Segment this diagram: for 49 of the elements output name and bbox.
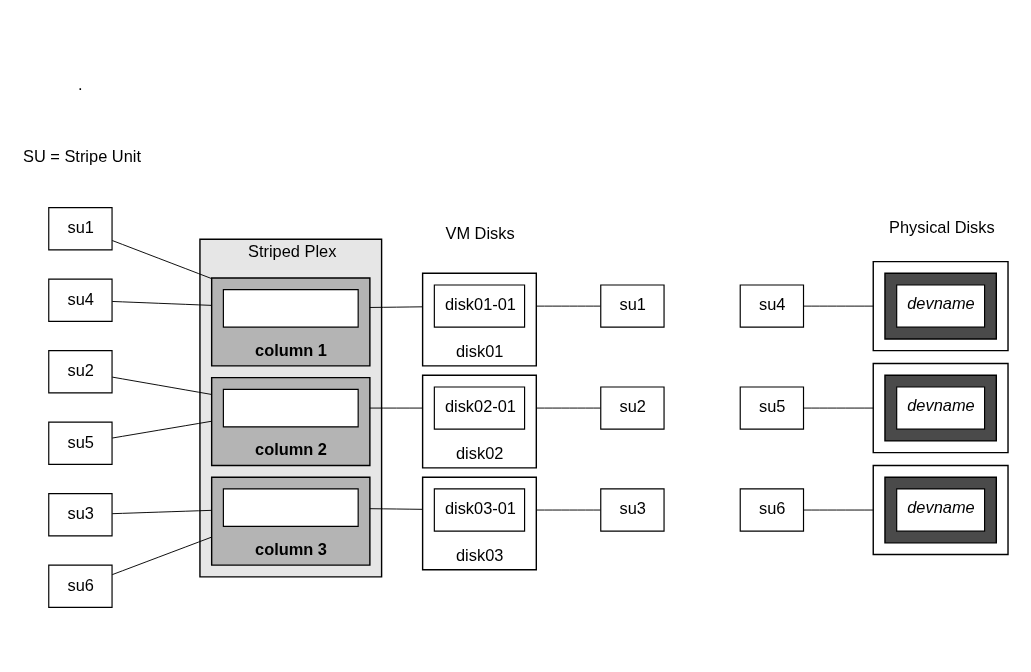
node-box: su1 xyxy=(600,284,665,328)
node-box: devname xyxy=(896,386,986,430)
connector xyxy=(369,407,424,409)
node-box: devname xyxy=(896,488,986,532)
cluster: column 3 xyxy=(210,476,371,566)
label: SU = Stripe Unit xyxy=(22,146,141,165)
cluster xyxy=(884,272,997,340)
cluster xyxy=(872,464,1009,556)
connector xyxy=(369,306,424,308)
cluster: column 2 xyxy=(210,376,371,467)
connector xyxy=(803,407,874,409)
node-box: devname xyxy=(896,284,986,328)
node-box: disk02-01 xyxy=(433,386,526,430)
connector xyxy=(803,509,874,511)
node-box: su3 xyxy=(48,493,113,537)
node-box: disk03-01 xyxy=(433,488,526,532)
label: . xyxy=(78,75,83,94)
node-box: su5 xyxy=(48,421,113,465)
connector xyxy=(111,240,213,280)
connector xyxy=(111,420,213,439)
cluster xyxy=(884,374,997,442)
node-box: su2 xyxy=(48,350,113,394)
cluster: column 1 xyxy=(210,277,371,367)
node-box xyxy=(222,488,359,528)
node-box: su1 xyxy=(48,207,113,251)
label: VM Disks xyxy=(445,223,515,242)
connector xyxy=(111,509,213,515)
connector xyxy=(803,305,874,307)
connector xyxy=(111,301,213,306)
node-box xyxy=(222,289,359,328)
node-box: su4 xyxy=(739,284,805,328)
node-box xyxy=(222,388,359,428)
node-box: su6 xyxy=(48,564,113,608)
node-box: su6 xyxy=(739,488,805,532)
connector xyxy=(535,407,601,409)
connector xyxy=(535,305,601,307)
label: Physical Disks xyxy=(889,218,995,237)
connector xyxy=(535,509,601,511)
node-box: su5 xyxy=(739,386,805,430)
cluster xyxy=(872,260,1009,352)
node-box: su4 xyxy=(48,278,113,322)
connector xyxy=(369,508,424,510)
cluster xyxy=(884,476,997,544)
node-box: su3 xyxy=(600,488,665,532)
cluster xyxy=(872,362,1009,454)
connector xyxy=(111,536,213,576)
node-box: disk01-01 xyxy=(433,284,526,328)
node-box: su2 xyxy=(600,386,665,430)
connector xyxy=(111,376,213,395)
